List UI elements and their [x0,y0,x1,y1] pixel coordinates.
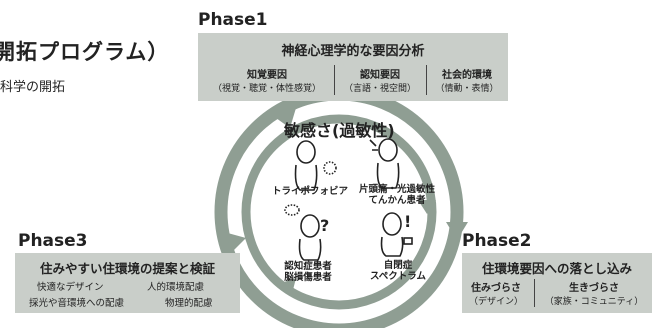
arrow-to-phase3-icon [224,232,246,252]
phase2-col-sub: （デザイン） [468,297,523,307]
person-autism-icon [380,212,413,257]
phase2-divider [534,279,535,307]
person-tryphobia-icon [294,140,337,191]
phase1-col-head: 知覚要因 [247,70,287,81]
phase1-col-perception: 知覚要因 （視覚・聴覚・体性感覚） [202,66,332,94]
phase2-col-head: 生きづらさ [569,283,619,294]
phase2-col-sub: （家族・コミュニティ） [544,297,644,307]
page-subtitle: 科学の開拓 [0,80,66,95]
phase1-col-head: 認知要因 [360,70,400,81]
person-dementia-icon [284,204,322,261]
exclamation-mark-icon: ! [404,212,412,231]
phase3-item: 快適なデザイン [37,282,104,293]
phase3-box: 住みやすい住環境の提案と検証 快適なデザイン 人的環境配慮 採光や音環境への配慮… [15,253,240,313]
phase1-divider [426,65,427,95]
phase1-col-sub: （情動・表情） [435,84,499,94]
phase1-heading: 神経心理学的な要因分析 [281,44,425,59]
phase1-box: 神経心理学的な要因分析 知覚要因 （視覚・聴覚・体性感覚） 認知要因 （言語・視… [198,33,508,101]
figure-label-autism: 自閉症 スペクトラム [369,260,427,282]
figure-label-migraine: 片頭痛・光過敏性 てんかん患者 [358,184,435,206]
phase1-col-sub: （言語・視空間） [343,84,416,94]
phase3-item: 採光や音環境への配慮 [29,298,125,309]
inner-arrow-right-icon [418,200,436,214]
arrow-to-phase1-icon [276,108,296,128]
phase1-label: Phase1 [198,10,268,30]
phase2-col-life: 生きづらさ （家族・コミュニティ） [536,279,652,307]
arrow-to-phase2-icon [446,222,468,240]
phase1-col-head: 社会的環境 [442,70,492,81]
person-migraine-icon [369,138,400,189]
inner-arrow-bottom-icon [278,278,296,294]
phase2-box: 住環境要因への落とし込み 住みづらさ （デザイン） 生きづらさ （家族・コミュニ… [462,253,652,313]
phase1-col-cognition: 認知要因 （言語・視空間） [336,66,424,94]
center-title: 敏感さ(過敏性) [284,121,395,140]
phase2-col-living: 住みづらさ （デザイン） [462,279,530,307]
page-title: 開拓プログラム） [0,40,170,64]
inner-cycle-ring [241,114,437,310]
phase1-col-social: 社会的環境 （情動・表情） [428,66,506,94]
phase2-label: Phase2 [462,231,532,251]
phase3-item: 物理的配慮 [165,298,213,309]
figure-label-tryphobia: トライポフォビア [271,186,348,197]
phase3-label: Phase3 [18,231,88,251]
phase1-divider [334,65,335,95]
phase2-heading: 住環境要因への落とし込み [481,261,632,276]
figure-label-dementia: 認知症患者 脳損傷患者 [284,261,332,283]
phase3-heading: 住みやすい住環境の提案と検証 [39,261,215,276]
phase3-item: 人的環境配慮 [147,282,205,293]
phase1-col-sub: （視覚・聴覚・体性感覚） [212,84,321,94]
question-mark-icon: ? [320,216,330,235]
phase2-col-head: 住みづらさ [471,283,521,294]
